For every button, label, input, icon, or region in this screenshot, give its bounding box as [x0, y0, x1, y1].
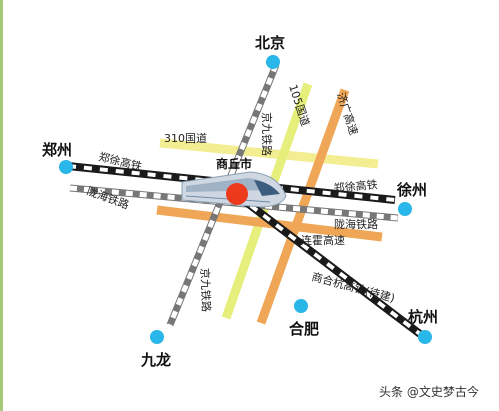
- city-label-hefei: 合肥: [288, 320, 319, 338]
- label-shanghehang: 商合杭高铁(待建): [310, 269, 396, 305]
- label-lianhuo: 连霍高速: [301, 233, 345, 247]
- watermark: 头条 @文史梦古今: [376, 382, 482, 401]
- label-longhai-west: 陇海铁路: [85, 184, 131, 212]
- city-label-jiulong: 九龙: [140, 351, 171, 369]
- label-jingjiu-north: 京九铁路: [260, 112, 274, 156]
- label-jingjiu-south: 京九铁路: [198, 268, 214, 312]
- hsr-shanghehang: [235, 192, 423, 338]
- city-dot-icon: [266, 55, 280, 69]
- city-dot-icon: [150, 330, 164, 344]
- road-g310: [159, 138, 379, 169]
- hub-dot-icon: [226, 183, 248, 205]
- hub-label: 商丘市: [216, 156, 252, 171]
- city-label-xuzhou: 徐州: [396, 181, 427, 199]
- label-longhai-east: 陇海铁路: [334, 217, 378, 231]
- map-border: [0, 0, 3, 411]
- label-g310: 310国道: [164, 131, 207, 145]
- city-dot-icon: [294, 299, 308, 313]
- city-dot-icon: [418, 330, 432, 344]
- city-label-hangzhou: 杭州: [408, 308, 438, 326]
- city-dot-icon: [59, 160, 73, 174]
- city-dot-icon: [398, 202, 412, 216]
- label-zhengxu-east: 郑徐高铁: [333, 177, 378, 195]
- city-label-beijing: 北京: [255, 34, 285, 52]
- city-label-zhengzhou: 郑州: [42, 141, 72, 159]
